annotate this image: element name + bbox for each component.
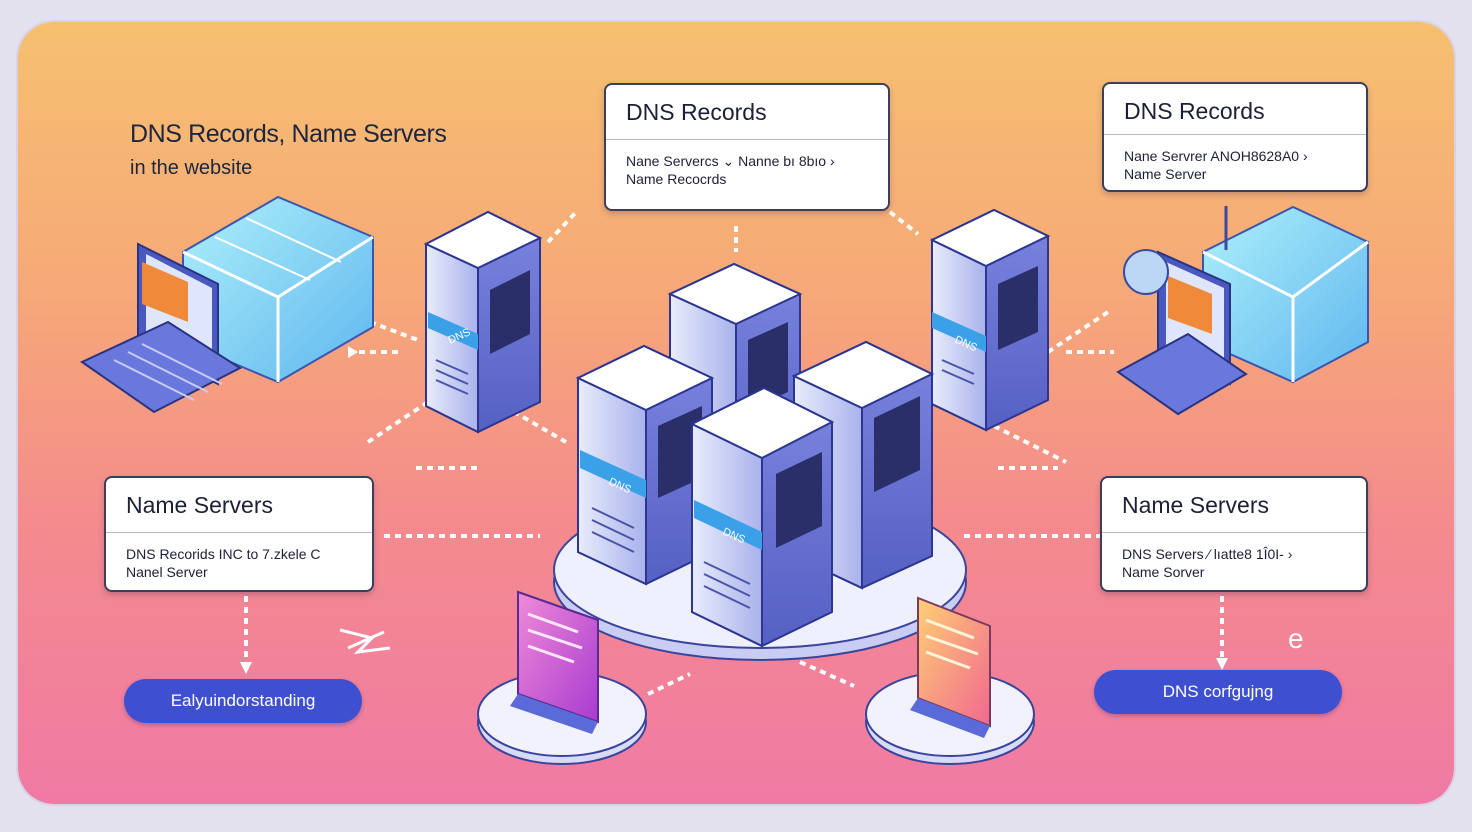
- card-line: Name Sorver: [1122, 564, 1205, 580]
- heading-title: DNS Records, Name Servers: [130, 120, 447, 148]
- right-workstation: [1116, 205, 1369, 416]
- card-line: Nane Servrer ANOH8628A0 ›: [1124, 148, 1308, 164]
- server-tower-left: [423, 210, 543, 434]
- card-dns-records-center: DNS Records Nane Servercs ⌄ Nanne bı 8bı…: [604, 83, 890, 211]
- card-name-servers-left: Name Servers DNS Recorids INC to 7.zkele…: [104, 476, 374, 592]
- heading-subtitle: in the website: [130, 157, 253, 179]
- server-tower-right: [929, 208, 1051, 432]
- card-line: Name Recocrds: [626, 171, 727, 187]
- card-title: Name Servers: [1102, 478, 1366, 533]
- card-title: Name Servers: [106, 478, 372, 533]
- card-name-servers-right: Name Servers DNS Servers ⁄ lıatte8 1Î0I-…: [1100, 476, 1368, 592]
- decor-glyph: e: [1288, 623, 1304, 654]
- card-line: Name Server: [1124, 166, 1207, 182]
- card-title: DNS Records: [606, 85, 888, 140]
- document-pink: [477, 590, 647, 765]
- card-line: Nanel Server: [126, 564, 208, 580]
- card-title: DNS Records: [1104, 84, 1366, 135]
- card-line: DNS Servers ⁄ lıatte8 1Î0I- ›: [1122, 546, 1293, 562]
- cursor-arrow-icon: [339, 628, 391, 655]
- card-line: DNS Recorids INC to 7.zkele C: [126, 546, 321, 562]
- card-line: Nane Servercs ⌄ Nanne bı 8bıo ›: [626, 153, 835, 169]
- card-dns-records-right: DNS Records Nane Servrer ANOH8628A0 › Na…: [1102, 82, 1368, 192]
- dns-configuring-button[interactable]: DNS corfgujng: [1094, 670, 1342, 714]
- server-tower-center-front: [689, 386, 835, 648]
- easy-understanding-button[interactable]: Ealyuindorstanding: [124, 679, 362, 723]
- diagram-heading: DNS Records, Name Servers in the website: [130, 120, 447, 180]
- left-workstation: [79, 195, 374, 414]
- document-orange: [865, 596, 1035, 765]
